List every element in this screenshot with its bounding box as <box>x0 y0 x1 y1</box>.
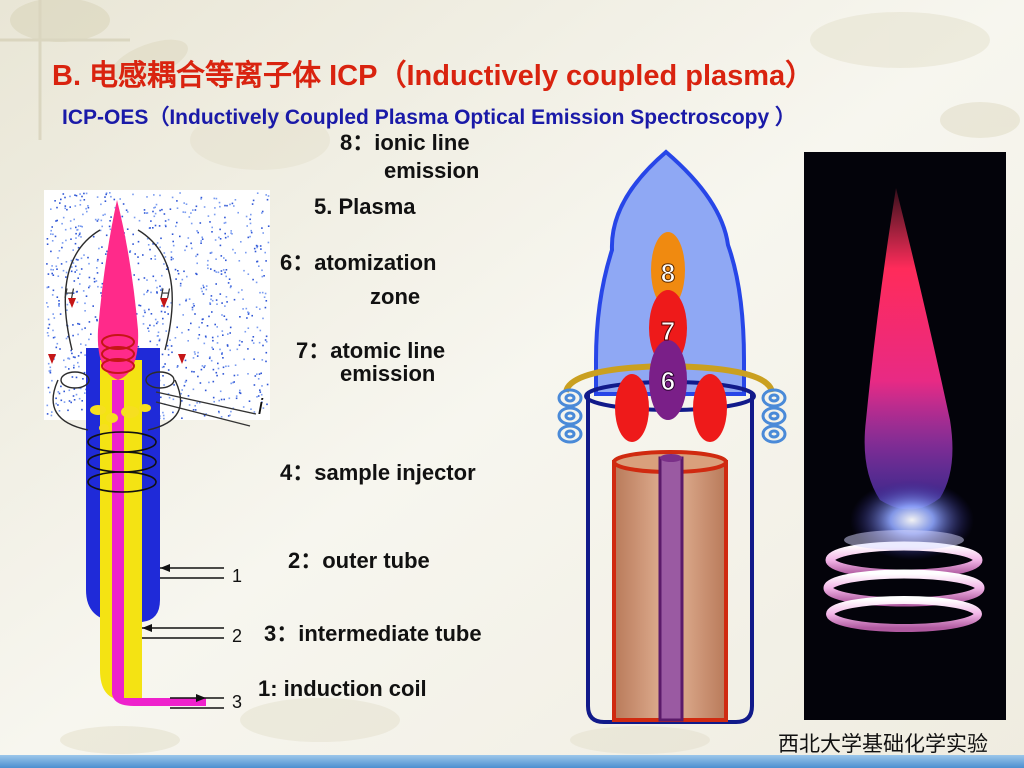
gas-inlet-lines <box>142 567 224 709</box>
hot-zone-left <box>615 374 649 442</box>
footer-strip <box>0 755 1024 768</box>
label-atomization-2: zone <box>370 284 421 309</box>
sample-aerosol <box>90 404 151 432</box>
label-outer-tube: 2：outer tube <box>288 548 430 573</box>
current-leads <box>155 391 257 427</box>
footer-university: 西北大学基础化学实验 <box>778 732 988 756</box>
coil-cross-sections <box>557 388 787 444</box>
field-label-right: H <box>160 285 171 301</box>
label-induction-coil: 1: induction coil <box>258 676 427 701</box>
slide-subtitle: ICP-OES（Inductively Coupled Plasma Optic… <box>62 106 797 129</box>
label-atomic-line-2: emission <box>340 361 436 386</box>
port-label-2: 2 <box>232 626 242 646</box>
current-label: i <box>258 394 264 419</box>
port-label-1: 1 <box>232 566 242 586</box>
hot-zone-right <box>693 374 727 442</box>
field-label-left: H <box>64 285 75 301</box>
port-label-3: 3 <box>232 692 242 712</box>
plasma-flame-shape <box>97 200 139 380</box>
torch-diagram: i H H 1 2 3 <box>44 190 270 712</box>
slide-title: B. 电感耦合等离子体 ICP（Inductively coupled plas… <box>52 60 815 92</box>
plasma-photo <box>804 152 1006 720</box>
zone-6-label: 6 <box>661 366 675 396</box>
photo-coil-rings <box>823 530 985 632</box>
background-decoration <box>0 0 1020 754</box>
label-plasma: 5. Plasma <box>314 194 416 219</box>
label-intermediate-tube: 3：intermediate tube <box>264 621 482 646</box>
label-ionic-line-1: 8：ionic line <box>340 130 470 155</box>
label-atomization-1: 6：atomization <box>280 250 437 275</box>
inlet-arrowheads <box>142 564 206 702</box>
magnetic-field-lines <box>52 229 182 431</box>
zone-diagram: 8 7 6 <box>557 149 787 724</box>
zone-7-label: 7 <box>661 316 675 346</box>
plasma-coil-loops <box>101 334 135 374</box>
zone-injector <box>658 456 684 722</box>
zone-8-label: 8 <box>661 258 675 288</box>
label-atomic-line-1: 7：atomic line <box>296 338 446 363</box>
label-sample-injector: 4：sample injector <box>280 460 476 485</box>
induction-coil-loops <box>87 431 157 493</box>
zone-8-shape <box>651 232 685 308</box>
label-ionic-line-2: emission <box>384 158 480 183</box>
zone-6-shape <box>649 340 687 420</box>
flow-arrows <box>48 298 186 364</box>
photo-red-flame <box>864 188 953 510</box>
